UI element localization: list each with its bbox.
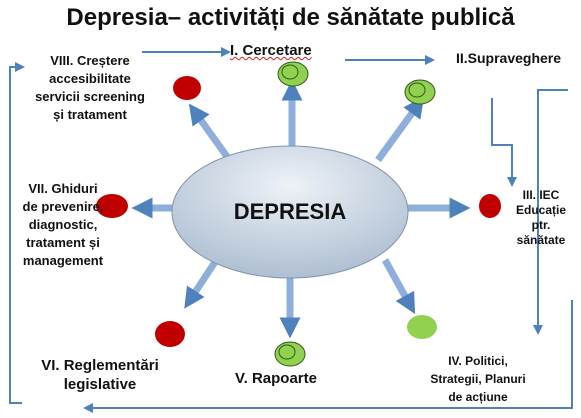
center-ellipse bbox=[171, 145, 409, 279]
cycle-flow bbox=[9, 47, 573, 413]
red-dot-ghiduri bbox=[96, 194, 128, 218]
arrow-to-reglementari bbox=[184, 260, 218, 309]
label-supraveghere: II.Supraveghere bbox=[456, 50, 562, 66]
green-dot-politici bbox=[407, 315, 437, 339]
flow-iec-to-politici bbox=[533, 89, 568, 335]
green-dot-supraveghere bbox=[404, 79, 436, 105]
label-rapoarte: V. Rapoarte bbox=[235, 370, 317, 387]
red-dot-reglementari bbox=[155, 321, 185, 347]
flow-outer-loop bbox=[9, 62, 25, 404]
flow-supraveghere-to-iec bbox=[491, 98, 517, 187]
label-reglementari: VI. Reglementări legislative bbox=[41, 357, 159, 393]
label-accesibilitate: VIII. Creștere accesibilitate servicii s… bbox=[35, 53, 145, 122]
green-dot-cercetare bbox=[277, 61, 309, 87]
green-dots bbox=[274, 61, 437, 367]
red-dots bbox=[96, 76, 501, 347]
red-dot-accesibilitate bbox=[173, 76, 201, 100]
diagram-title: Depresia– activități de sănătate publică bbox=[66, 4, 515, 31]
label-cercetare: I. Cercetare bbox=[230, 42, 312, 59]
label-iec: III. IEC Educație ptr. sănătate bbox=[515, 188, 566, 247]
red-dot-iec bbox=[479, 194, 501, 218]
arrow-to-supraveghere bbox=[375, 96, 425, 163]
green-dot-rapoarte bbox=[274, 341, 306, 367]
label-ghiduri: VII. Ghiduri de prevenire, diagnostic, t… bbox=[22, 181, 104, 268]
flow-politici-to-reglementari bbox=[83, 300, 573, 413]
center-label: DEPRESIA bbox=[233, 199, 347, 224]
arrow-to-politici bbox=[381, 258, 416, 315]
arrow-to-accesibilitate bbox=[188, 103, 231, 161]
label-politici: IV. Politici, Strategii, Planuri de acți… bbox=[430, 354, 526, 404]
